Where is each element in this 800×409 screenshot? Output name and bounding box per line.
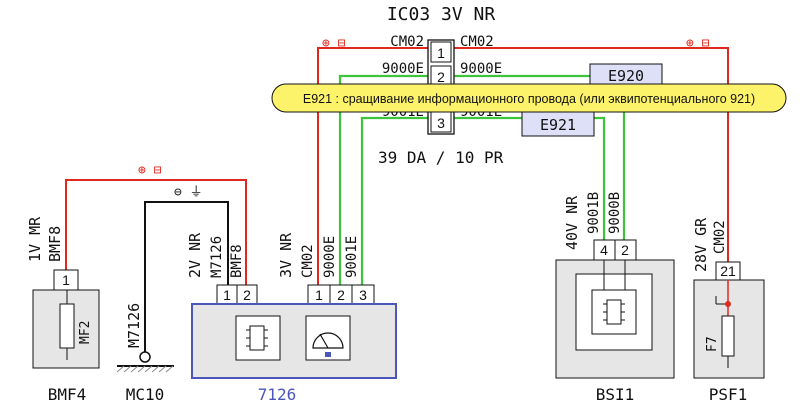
ecu-right-conn-label: 3V NR [277,232,295,278]
connector-left-label-1: CM02 [390,34,424,50]
ecu-body [191,303,397,379]
harness-note: 39 DA / 10 PR [378,148,504,167]
bmf4-inner-label: MF2 [78,321,93,344]
wire-m7126-ground [144,201,229,352]
connector-pin-2: 2 [437,69,445,85]
ecu-name: 7126 [258,385,297,404]
splice-e921-box [521,111,595,137]
bmf4-name: BMF4 [48,385,87,404]
bsi1-wire-1: 9001B [586,192,602,234]
ground-symbol: ⊖ ⏚ [174,185,203,200]
bsi1-name: BSI1 [596,385,635,404]
ecu-left-pin-1: 1 [223,287,231,303]
mc10-ground-hatch [116,365,174,373]
tooltip-box [271,83,787,113]
bsi1-chip-icon [591,289,637,335]
fuse-symbol-bmf: ⊕ ⊟ [138,163,161,178]
ecu-right-wire-1: CM02 [300,244,316,278]
ecu-right-pin-1: 1 [315,287,323,303]
connector-pin-3: 3 [437,115,445,131]
psf1-wire-label: CM02 [712,220,728,254]
mc10-name: MC10 [126,385,165,404]
bmf4-connector-label: 1V MR [26,216,44,262]
ecu-left-pin-2: 2 [243,287,251,303]
psf1-name: PSF1 [709,385,748,404]
connector-right-label-2: 9000E [460,61,502,77]
splice-e920-label: E920 [608,67,644,85]
psf1-fuse [721,315,735,357]
ecu-left-wire-1: M7126 [209,236,225,278]
bsi1-pin-2: 2 [621,242,629,258]
bmf4-fuse [59,303,75,349]
bsi1-connector-label: 40V NR [563,195,581,250]
ecu-right-wire-3: 9001E [344,236,360,278]
gauge-icon [305,315,351,361]
wire-9001e [360,116,606,285]
fuse-symbol-left: ⊕ ⊟ [322,36,345,51]
wire-bmf8-power [65,179,247,285]
ecu-right-pin-3: 3 [359,287,367,303]
ecu-left-wire-2: BMF8 [229,244,245,278]
mc10-wire-label: M7126 [125,303,143,348]
connector-title: IC03 3V NR [387,4,496,25]
connector-pin-box-1 [430,41,452,63]
connector-right-label-1: CM02 [460,34,494,50]
fuse-symbol-right: ⊕ ⊟ [686,36,709,51]
chip-icon [235,315,281,361]
tooltip-text: E921 : сращивание информационного провод… [303,92,755,106]
wire-cm02-top [317,47,729,285]
ecu-left-conn-label: 2V NR [186,232,204,278]
connector-left-label-2: 9000E [382,61,424,77]
psf1-connector-label: 28V GR [692,217,710,272]
psf1-inner-label: F7 [705,336,720,352]
wire-9000e [338,74,626,285]
bmf4-wire-label: BMF8 [46,226,64,262]
bsi1-wire-2: 9000B [607,192,623,234]
psf1-pin: 21 [720,263,736,279]
mc10-terminal [139,351,151,363]
bsi1-pin-1: 4 [600,242,608,258]
bmf4-pin: 1 [62,272,70,288]
psf1-node [725,301,731,307]
connector-pin-1: 1 [437,45,445,61]
splice-e921-label: E921 [540,116,576,134]
ecu-right-wire-2: 9000E [322,236,338,278]
ecu-right-pin-2: 2 [337,287,345,303]
